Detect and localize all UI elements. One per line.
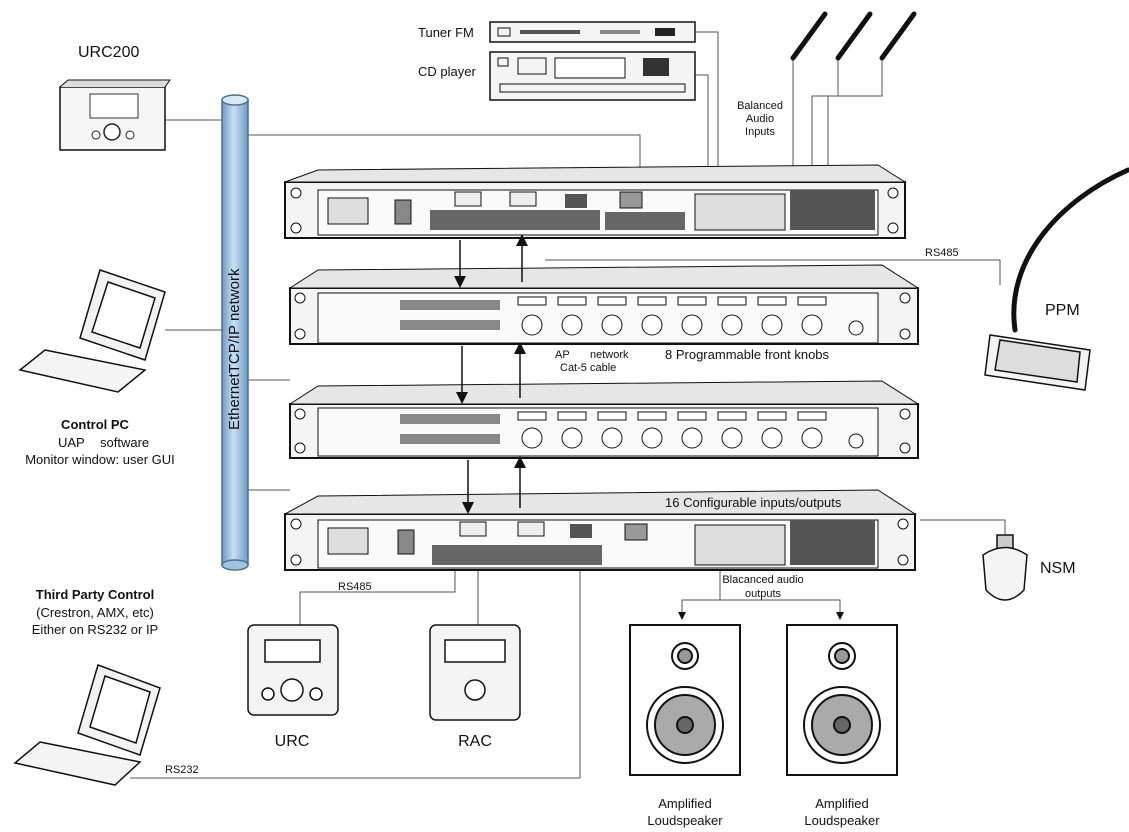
- control-pc-label: Control PC: [61, 417, 129, 432]
- control-pc-laptop: [18, 269, 166, 393]
- rack-unit-4: [284, 489, 917, 571]
- connection-lines: [130, 31, 1006, 779]
- rack-link-arrows: [454, 234, 528, 514]
- ethernet-network-label: EthernetTCP/IP network: [226, 268, 243, 430]
- speaker-2-label-b: Loudspeaker: [804, 813, 880, 828]
- urc200-label: URC200: [78, 44, 140, 61]
- rack-unit-1: [284, 164, 907, 239]
- balanced-inputs-label-3: Inputs: [745, 126, 775, 138]
- rack-unit-2: [288, 264, 920, 345]
- balanced-outputs-label-1: Blacanced audio: [722, 574, 804, 586]
- urc-panel: [247, 624, 339, 716]
- loudspeaker-2: [786, 624, 898, 776]
- cd-player-label: CD player: [418, 64, 476, 79]
- microphones: [790, 11, 917, 61]
- third-party-label: Third Party Control: [35, 587, 155, 602]
- front-knobs-label: 8 Programmable front knobs: [665, 347, 830, 362]
- third-party-laptop: [13, 664, 161, 786]
- urc-label: URC: [274, 733, 310, 750]
- speaker-1-label-b: Loudspeaker: [647, 813, 723, 828]
- speaker-arrows: [678, 600, 844, 620]
- urc200-panel: [59, 79, 171, 151]
- tuner-fm-label: Tuner FM: [418, 25, 474, 40]
- configurable-io-label: 16 Configurable inputs/outputs: [665, 495, 842, 510]
- nsm-device: [982, 534, 1028, 601]
- rack-unit-3: [288, 380, 920, 459]
- cat5-label: Cat-5 cable: [560, 362, 617, 374]
- nsm-label: NSM: [1040, 560, 1076, 577]
- network-label: network: [590, 349, 629, 361]
- cd-player-device: [489, 51, 696, 101]
- software-label: software: [100, 435, 150, 450]
- balanced-inputs-label-1: Balanced: [737, 100, 783, 112]
- ppm-device: [984, 167, 1129, 391]
- rs485-top-label: RS485: [925, 247, 959, 259]
- speaker-2-label-a: Amplified: [815, 796, 869, 811]
- tuner-fm-device: [489, 21, 696, 43]
- loudspeaker-1: [629, 624, 741, 776]
- monitor-label: Monitor window: user GUI: [25, 452, 175, 467]
- third-party-brands-label: (Crestron, AMX, etc): [36, 605, 154, 620]
- ap-label: AP: [555, 349, 570, 361]
- uap-label: UAP: [58, 435, 85, 450]
- balanced-inputs-label-2: Audio: [745, 113, 775, 125]
- balanced-outputs-label-2: outputs: [744, 588, 782, 600]
- rs232-label: RS232: [165, 764, 199, 776]
- ppm-label: PPM: [1045, 302, 1080, 319]
- speaker-1-label-a: Amplified: [658, 796, 712, 811]
- ethernet-pipe: [221, 94, 249, 571]
- third-party-link-label: Either on RS232 or IP: [31, 622, 159, 637]
- rac-panel: [429, 624, 521, 721]
- rac-label: RAC: [458, 733, 492, 750]
- rs485-bottom-label: RS485: [338, 581, 372, 593]
